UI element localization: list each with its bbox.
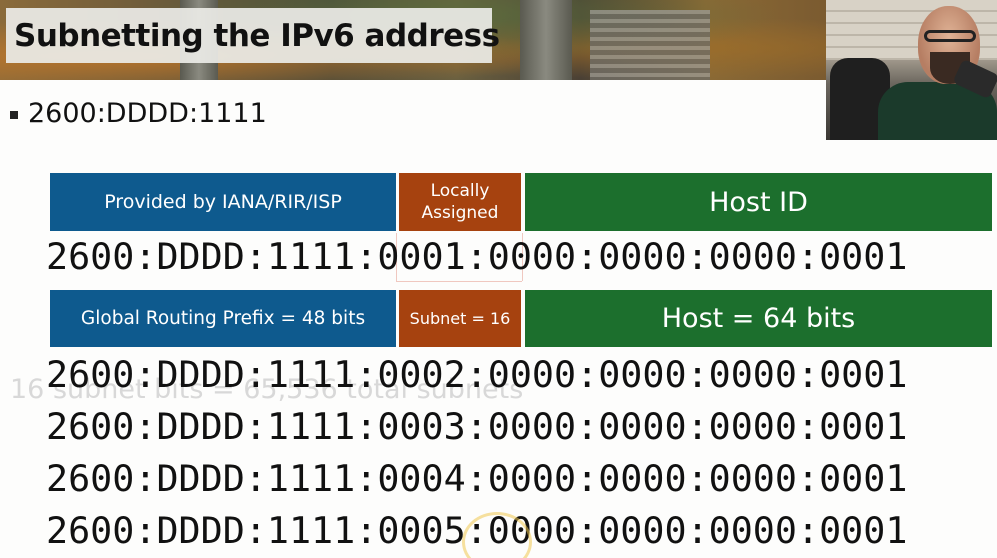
address-row: 2600:DDDD:1111:0004:0000:0000:0000:0001	[46, 457, 908, 500]
locally-assigned-line1: Locally	[430, 180, 490, 201]
bullet-text: 2600:DDDD:1111	[28, 98, 267, 129]
global-routing-prefix-box: Global Routing Prefix = 48 bits	[50, 290, 396, 347]
presenter-glasses	[924, 30, 976, 42]
host-bits-box: Host = 64 bits	[525, 290, 992, 347]
global-routing-prefix-label: Global Routing Prefix = 48 bits	[80, 308, 366, 329]
host-id-label: Host ID	[709, 186, 808, 218]
locally-assigned-box: Locally Assigned	[399, 173, 521, 231]
subnet-box: Subnet = 16	[399, 290, 521, 347]
stone-steps	[590, 10, 710, 80]
tree-trunk	[520, 0, 572, 80]
bullet-square-icon	[10, 110, 18, 119]
provided-by-box: Provided by IANA/RIR/ISP	[50, 173, 396, 231]
subnet-label: Subnet = 16	[409, 309, 511, 328]
provided-by-label: Provided by IANA/RIR/ISP	[104, 191, 342, 213]
title-box: Subnetting the IPv6 address	[6, 8, 500, 63]
highlight-border-left	[396, 233, 397, 281]
host-bits-label: Host = 64 bits	[661, 303, 856, 334]
highlight-border-bottom	[396, 281, 522, 282]
locally-assigned-line2: Assigned	[421, 203, 499, 223]
cursor-highlight	[462, 512, 532, 558]
webcam-presenter	[826, 0, 997, 140]
photo-banner: Subnetting the IPv6 address	[0, 0, 830, 80]
main-address: 2600:DDDD:1111:0001:0000:0000:0000:0001	[46, 235, 908, 278]
address-row: 2600:DDDD:1111:0002:0000:0000:0000:0001	[46, 353, 908, 396]
host-id-box: Host ID	[525, 173, 992, 231]
bullet-item: 2600:DDDD:1111	[10, 98, 267, 129]
faded-bullet-text: 16 subnet bits = 65,536 total subnets	[10, 374, 524, 405]
highlight-border-right	[522, 233, 523, 281]
address-row: 2600:DDDD:1111:0003:0000:0000:0000:0001	[46, 405, 908, 448]
page-title: Subnetting the IPv6 address	[14, 17, 500, 54]
